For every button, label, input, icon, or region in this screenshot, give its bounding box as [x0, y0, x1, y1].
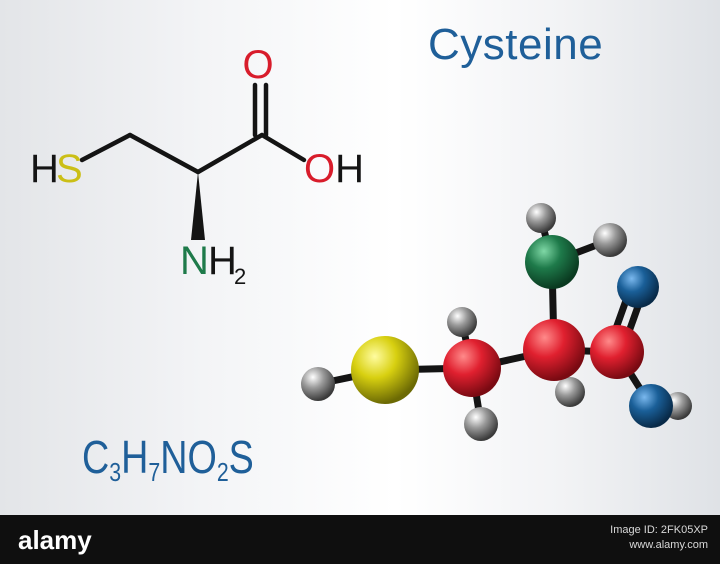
hydrogen-atom-calpha: [555, 377, 585, 407]
image-id-text: Image ID: 2FK05XP: [610, 524, 708, 536]
skeletal-formula: O OH H S N H 2: [30, 43, 364, 289]
formula-element: NO: [160, 431, 217, 483]
formula-element: C: [82, 431, 110, 483]
bond-calpha-ccarboxyl: [195, 132, 265, 175]
oxygen-label: O: [242, 43, 273, 87]
footer-bar: alamy Image ID: 2FK05XP www.alamy.com: [0, 515, 720, 564]
sulfur-h-label: H: [30, 147, 59, 191]
nitrogen-label: N: [180, 239, 209, 283]
amine-subscript: 2: [234, 264, 246, 289]
formula-subscript: 3: [109, 457, 122, 487]
nitrogen-atom: [525, 235, 579, 289]
bond-ch2-calpha: [127, 132, 201, 175]
oxygen-atom-double: [617, 266, 659, 308]
carbon-atom-alpha: [523, 319, 585, 381]
formula-subscript: 7: [148, 457, 161, 487]
carbon-atom-carboxyl: [590, 325, 644, 379]
oxygen-atom-hydroxyl: [629, 384, 673, 428]
hydroxyl-h: H: [335, 147, 364, 191]
hydrogen-atom-sulfur: [301, 367, 335, 401]
brand-logo: alamy: [18, 525, 92, 555]
hydrogen-atom-amine-2: [593, 223, 627, 257]
formula-subscript: 2: [216, 457, 229, 487]
hydroxyl-o: O: [304, 147, 335, 191]
bond-s-ch2: [79, 132, 133, 163]
sulfur-label: S: [56, 147, 83, 191]
hydrogen-atom-amine-1: [526, 203, 556, 233]
formula-element: H: [121, 431, 149, 483]
molecular-formula: C3H7NO2S: [82, 430, 254, 488]
formula-element: S: [228, 431, 254, 483]
ball-and-stick-model: [301, 203, 692, 441]
hydrogen-atom-ch2-top: [447, 307, 477, 337]
sulfur-atom: [351, 336, 419, 404]
page-title: Cysteine: [428, 20, 604, 69]
hydroxyl-label: OH: [304, 147, 364, 191]
site-url: www.alamy.com: [629, 539, 708, 551]
hydrogen-atom-ch2-bottom: [464, 407, 498, 441]
amine-h-label: H: [208, 239, 237, 283]
wedge-bond-amine: [191, 172, 205, 240]
carbon-atom-ch2: [443, 339, 501, 397]
bond-c-oh: [259, 132, 307, 163]
